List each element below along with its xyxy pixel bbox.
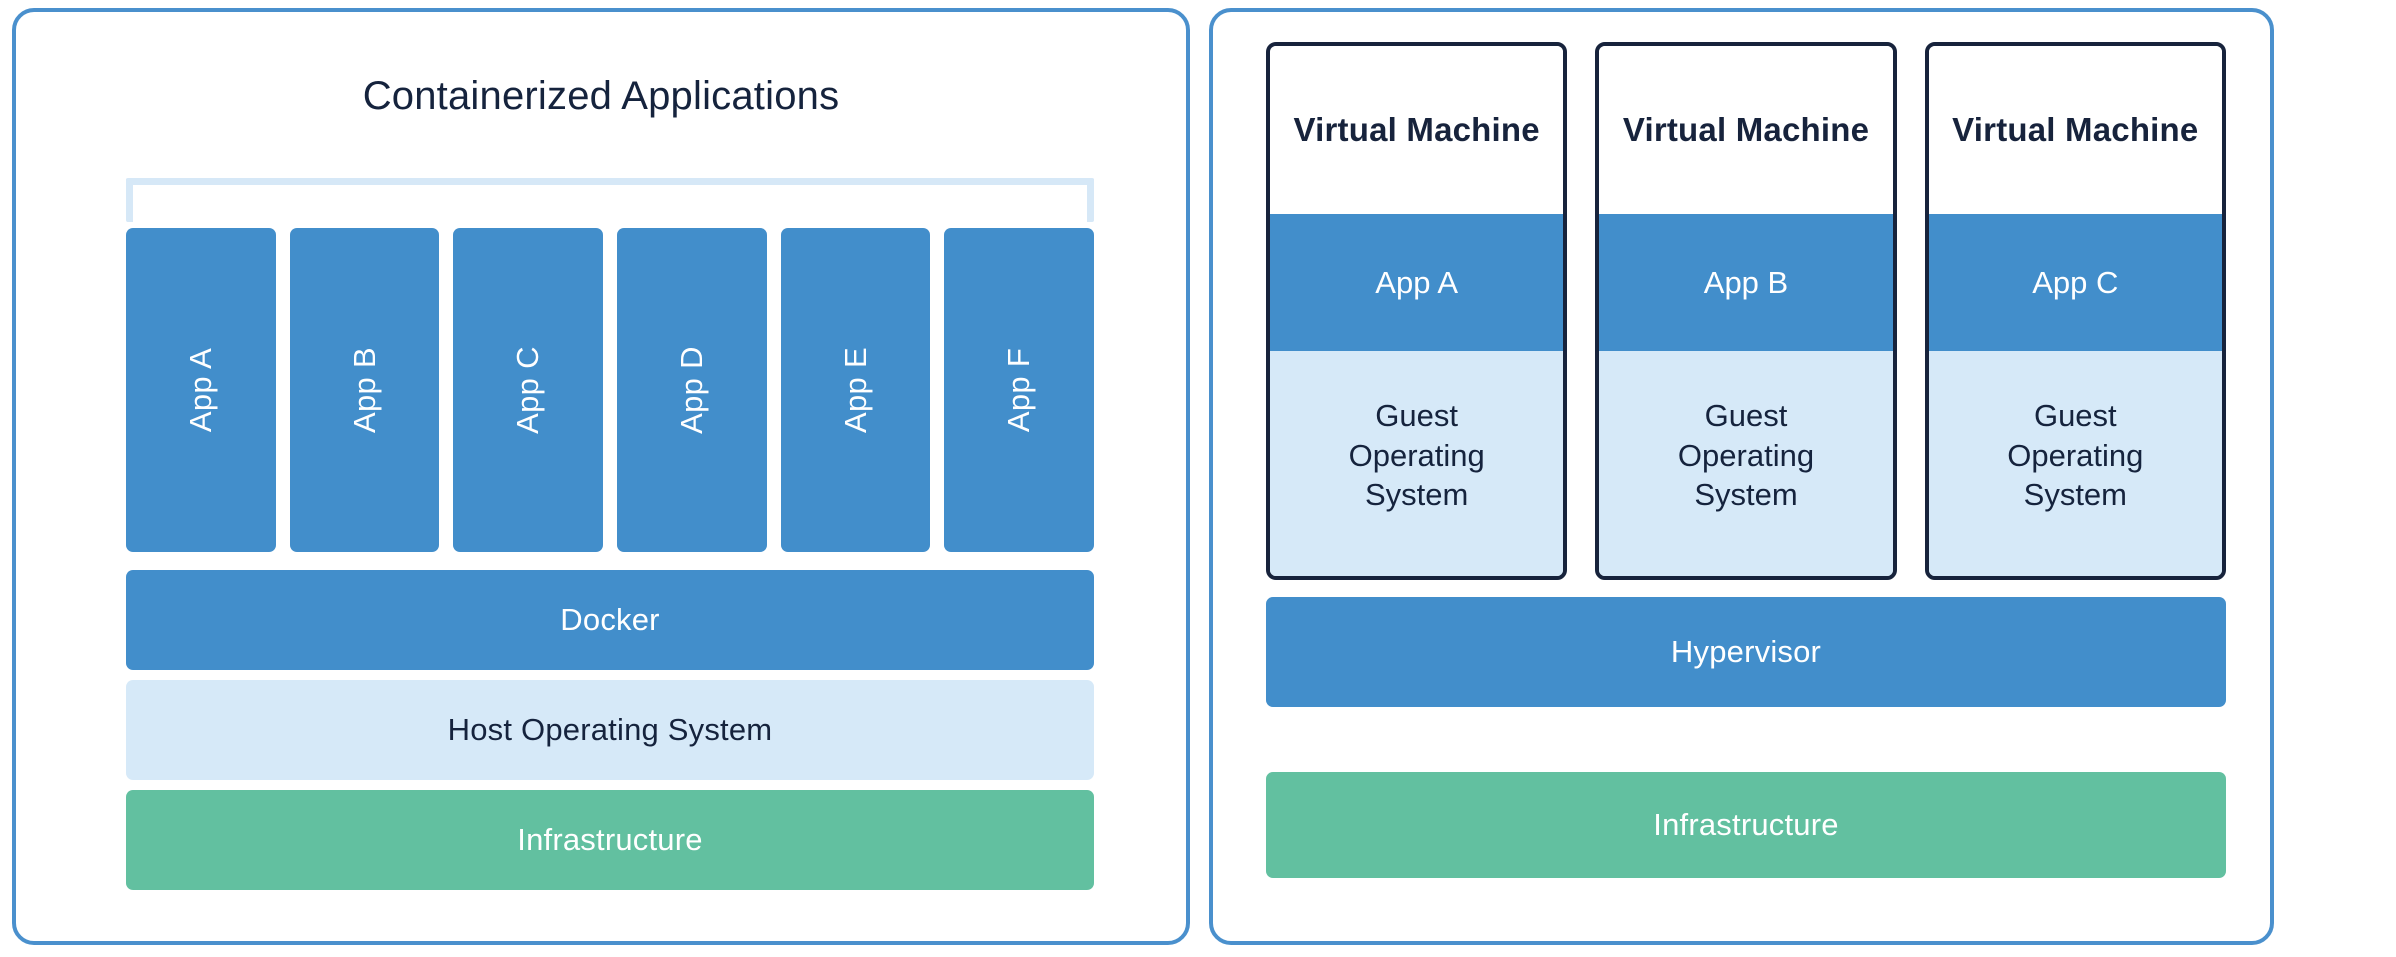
virtual-machine-box-1[interactable]: Virtual Machine App A Guest Operating Sy… bbox=[1266, 42, 1568, 580]
virtual-machine-title: Virtual Machine bbox=[1928, 46, 2222, 214]
vm-app-band[interactable]: App B bbox=[1599, 214, 1893, 351]
layer-docker[interactable]: Docker bbox=[126, 570, 1094, 670]
app-container-label: App B bbox=[346, 347, 382, 433]
layer-host-operating-system[interactable]: Host Operating System bbox=[126, 680, 1094, 780]
app-container-label: App E bbox=[837, 347, 873, 433]
guest-os-line: System bbox=[1364, 477, 1469, 513]
app-container-c[interactable]: App C bbox=[453, 228, 604, 552]
vm-app-band[interactable]: App C bbox=[1928, 214, 2222, 351]
virtual-machine-title: Virtual Machine bbox=[1270, 46, 1564, 214]
layer-infrastructure-vms[interactable]: Infrastructure bbox=[1266, 772, 2226, 878]
guest-os-line: Guest bbox=[2033, 397, 2117, 433]
app-container-e[interactable]: App E bbox=[780, 228, 931, 552]
app-container-b[interactable]: App B bbox=[289, 228, 440, 552]
vm-guest-os-band[interactable]: Guest Operating System bbox=[1928, 351, 2222, 576]
app-container-label: App F bbox=[1001, 347, 1037, 433]
virtual-machines-row: Virtual Machine App A Guest Operating Sy… bbox=[1266, 42, 2226, 580]
page-title: Containerized Applications bbox=[362, 74, 840, 118]
layer-infrastructure-containers[interactable]: Infrastructure bbox=[126, 790, 1094, 890]
app-container-label: App A bbox=[182, 347, 218, 433]
vm-app-band[interactable]: App A bbox=[1270, 214, 1564, 351]
layer-hypervisor[interactable]: Hypervisor bbox=[1266, 597, 2226, 707]
app-container-label: App C bbox=[510, 346, 546, 434]
vm-guest-os-band[interactable]: Guest Operating System bbox=[1599, 351, 1893, 576]
app-container-d[interactable]: App D bbox=[617, 228, 767, 552]
virtual-machine-box-2[interactable]: Virtual Machine App B Guest Operating Sy… bbox=[1595, 42, 1897, 580]
guest-os-line: Guest bbox=[1704, 397, 1788, 433]
guest-os-line: Operating bbox=[1677, 437, 1815, 473]
containers-panel: Containerized Applications App A App B A… bbox=[12, 8, 1190, 945]
virtual-machine-box-3[interactable]: Virtual Machine App C Guest Operating Sy… bbox=[1924, 42, 2226, 580]
container-group-bracket bbox=[126, 178, 1094, 222]
guest-os-line: System bbox=[1694, 477, 1798, 513]
guest-os-line: Operating bbox=[2007, 437, 2144, 473]
guest-os-line: Operating bbox=[1348, 437, 1485, 473]
guest-os-line: System bbox=[2023, 477, 2127, 513]
app-container-label: App D bbox=[673, 346, 709, 434]
app-containers-row: App A App B App C App D App E App F bbox=[126, 228, 1095, 552]
guest-os-line: Guest bbox=[1375, 397, 1459, 433]
vm-guest-os-band[interactable]: Guest Operating System bbox=[1270, 351, 1564, 576]
virtual-machine-title: Virtual Machine bbox=[1599, 46, 1893, 214]
app-container-f[interactable]: App F bbox=[944, 228, 1095, 552]
app-container-a[interactable]: App A bbox=[126, 228, 276, 552]
